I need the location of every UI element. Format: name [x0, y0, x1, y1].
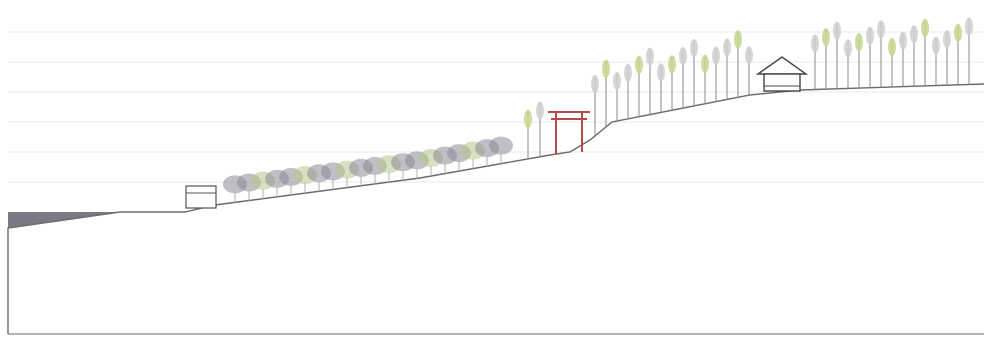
tree-grove [524, 17, 973, 159]
tree-canopy [954, 23, 962, 42]
shrine-hall [755, 56, 809, 92]
tree-canopy [723, 38, 731, 57]
tree-canopy [899, 31, 907, 50]
gatehouse [185, 185, 217, 209]
tree-canopy [591, 74, 599, 93]
tree-canopy [745, 46, 753, 65]
ground-profile [7, 83, 984, 334]
tree-canopy [965, 17, 973, 36]
tree-canopy [701, 54, 709, 73]
tree-canopy [712, 46, 720, 65]
tree-canopy [910, 25, 918, 44]
tree-canopy [668, 55, 676, 74]
tree-canopy [536, 101, 544, 120]
tree-canopy [602, 59, 610, 78]
tree-canopy [524, 109, 532, 128]
tree-canopy [855, 33, 863, 52]
tree-canopy [932, 36, 940, 55]
tree-canopy [690, 38, 698, 57]
tree-canopy [811, 34, 819, 53]
tree-canopy [888, 38, 896, 56]
tree-canopy [866, 26, 874, 45]
shrub [489, 136, 513, 155]
tree-canopy [646, 47, 654, 66]
tree-canopy [921, 18, 929, 37]
guide-lines [8, 31, 984, 183]
shrub-belt [223, 136, 513, 203]
tree-canopy [635, 55, 643, 74]
tree-canopy [877, 20, 885, 39]
tree-canopy [613, 72, 621, 91]
torii-gate [548, 111, 590, 154]
tree-canopy [657, 63, 665, 82]
tree-canopy [822, 28, 830, 47]
tree-canopy [679, 47, 687, 66]
tree-canopy [833, 21, 841, 40]
tree-canopy [844, 39, 852, 58]
tree-canopy [943, 30, 951, 49]
tree-canopy [734, 30, 742, 49]
tree-canopy [624, 63, 632, 82]
